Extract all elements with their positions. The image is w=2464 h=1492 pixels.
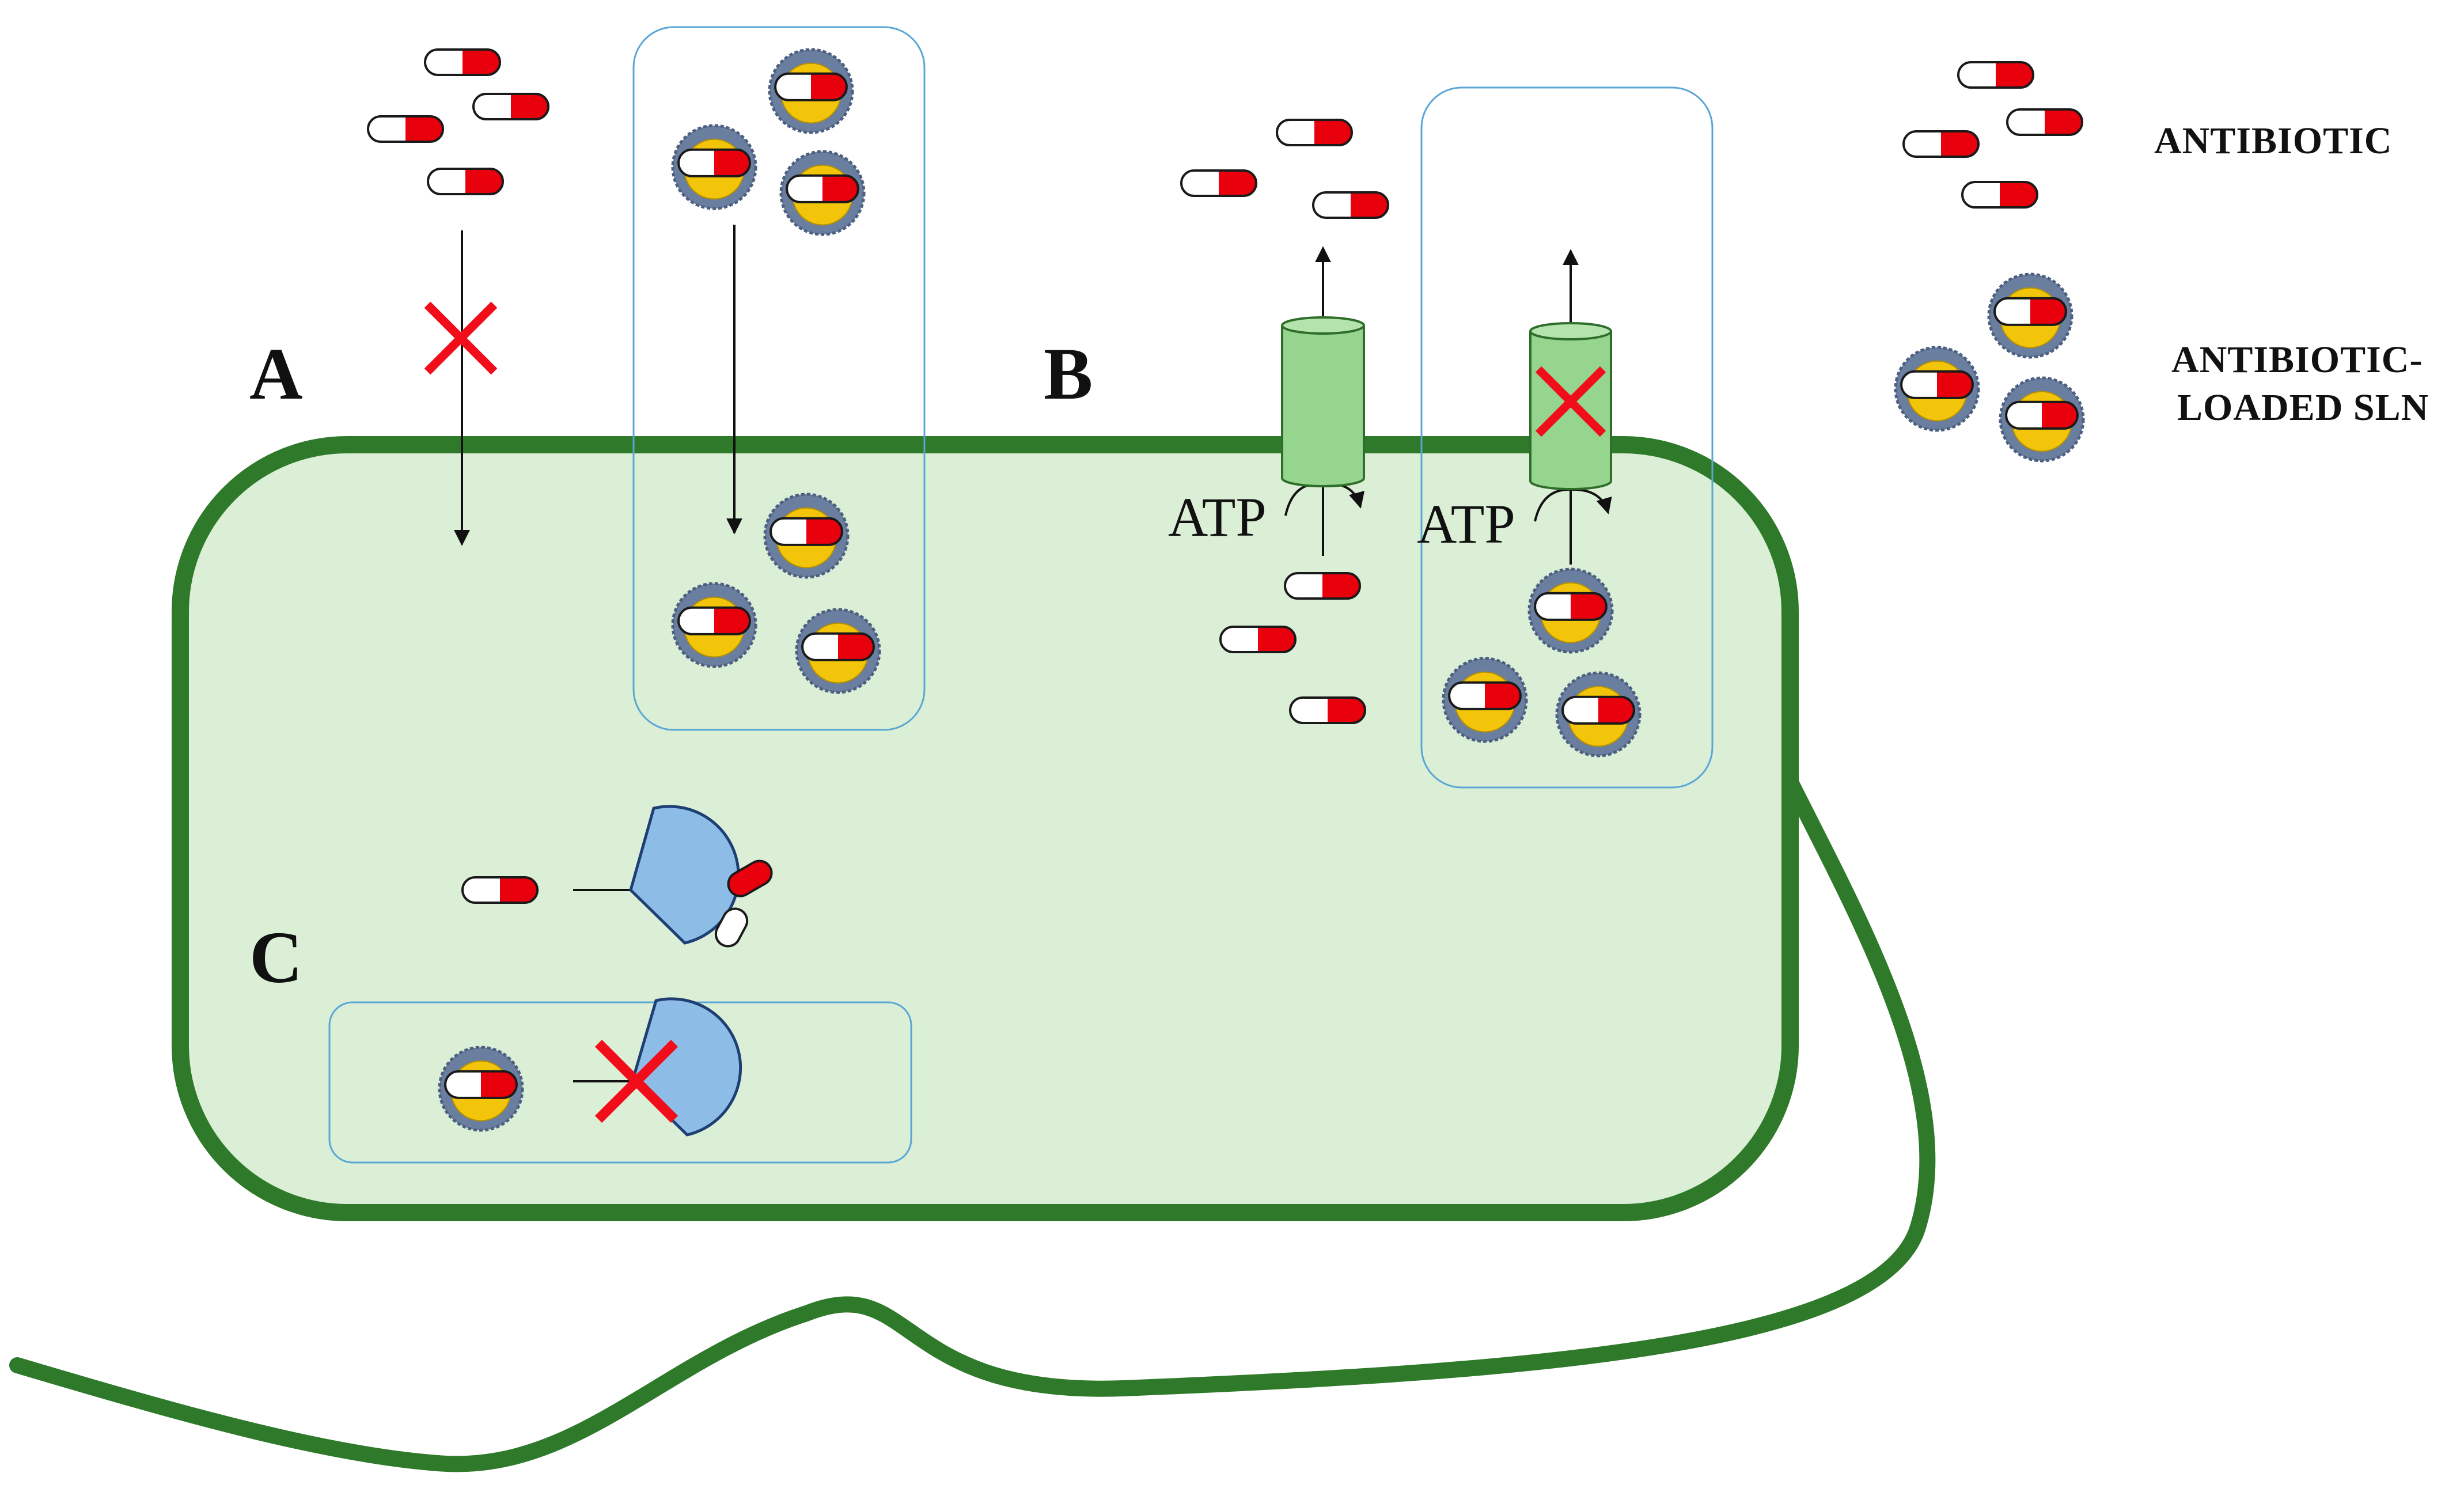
capsule-icon [1993, 297, 2067, 326]
capsule-icon [1284, 572, 1361, 600]
bacterial-cell [172, 436, 1799, 1221]
loaded-nanoparticle-icon [438, 1046, 524, 1132]
panel-label-c: C [249, 917, 303, 998]
capsule-icon [769, 517, 843, 546]
capsule-icon [1180, 169, 1257, 197]
capsule-icon [1961, 181, 2038, 209]
capsule-icon [1561, 695, 1635, 725]
panel-label-b: B [1044, 333, 1093, 415]
legend-antibiotic-label: ANTIBIOTIC [2154, 120, 2393, 162]
capsule-icon [677, 148, 751, 177]
capsule-icon [1312, 191, 1389, 219]
atp-label-pump-1: ATP [1168, 486, 1267, 548]
loaded-nanoparticle-icon [763, 493, 850, 579]
red-cross-icon [594, 1039, 678, 1123]
capsule-icon [367, 115, 444, 143]
panel-label-a: A [249, 333, 303, 415]
capsule-icon [424, 48, 501, 76]
loaded-nanoparticle-icon [1999, 376, 2085, 463]
loaded-nanoparticle-icon [1527, 567, 1614, 654]
red-cross-icon [1535, 366, 1606, 437]
capsule-icon [461, 876, 539, 904]
loaded-nanoparticle-icon [1987, 272, 2073, 359]
capsule-icon [1957, 61, 2034, 89]
capsule-icon [1448, 681, 1522, 710]
efflux-pump-icon [1529, 322, 1612, 490]
atp-label-pump-2: ATP [1417, 493, 1515, 555]
capsule-icon [427, 168, 504, 195]
antibiotic-capsules [367, 48, 2083, 904]
capsule-icon [1900, 370, 1974, 399]
loaded-nanoparticle-icon [671, 124, 757, 210]
capsule-icon [1289, 696, 1366, 724]
capsule-icon [472, 93, 549, 120]
degraded-antibiotic-fragments [714, 859, 773, 948]
degrading-enzyme-icon [629, 805, 740, 945]
loaded-nanoparticle-icon [779, 150, 866, 236]
legend-sln-label-line1: ANTIBIOTIC- [2171, 339, 2423, 381]
sln-enzyme-box [328, 1001, 912, 1164]
loaded-nanoparticle-icon [1894, 346, 1980, 432]
loaded-nanoparticle-icon [795, 608, 881, 694]
loaded-nanoparticle-icon [671, 582, 757, 668]
capsule-icon [1276, 119, 1353, 146]
sln-efflux-box [1420, 86, 1714, 789]
loaded-nanoparticle-icon [768, 48, 854, 134]
sln-entry-box [632, 26, 926, 731]
loaded-nanoparticles [438, 48, 2085, 1132]
inhibition-crosses [424, 301, 1606, 1123]
flagellum [9, 775, 1936, 1472]
capsule-icon [2005, 400, 2079, 430]
legend-sln-label-line2: LOADED SLN [2177, 387, 2429, 429]
red-cross-icon [424, 301, 498, 375]
efflux-pump-icon [1281, 316, 1365, 487]
capsule-icon [2006, 108, 2083, 136]
capsule-icon [801, 632, 875, 661]
loaded-nanoparticle-icon [1555, 671, 1642, 758]
capsule-icon [444, 1070, 518, 1099]
capsule-icon [774, 72, 848, 101]
capsule-icon [1534, 592, 1608, 621]
capsule-icon [786, 174, 859, 203]
capsule-icon [1219, 626, 1297, 653]
capsule-icon [677, 606, 751, 635]
loaded-nanoparticle-icon [1442, 657, 1528, 743]
capsule-icon [1902, 130, 1980, 158]
